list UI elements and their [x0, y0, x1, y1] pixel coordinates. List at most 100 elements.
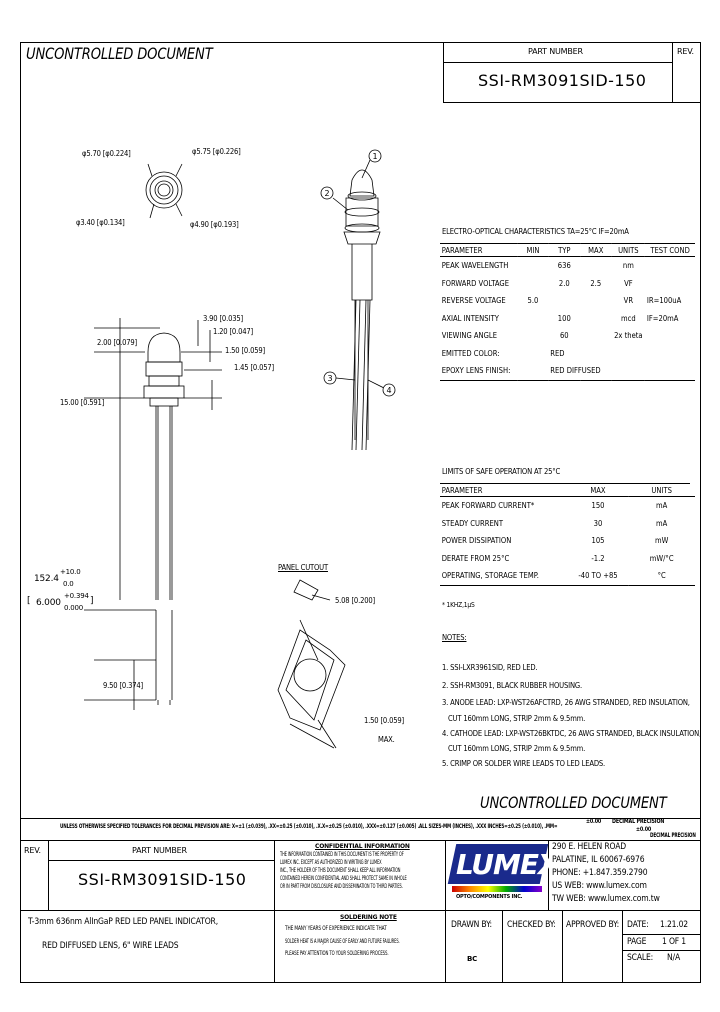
callout-2: 2	[324, 189, 329, 198]
eo-cell	[645, 362, 695, 381]
approved-by-label: APPROVED BY:	[566, 920, 620, 930]
logo-rainbow	[452, 886, 542, 892]
panel-dim-2: 1.50 [0.059]	[364, 716, 405, 725]
eo-cell	[611, 362, 646, 381]
border-right	[700, 42, 701, 983]
side-dim-a: 3.90 [0.035]	[203, 314, 244, 323]
tolerance-line-top	[20, 818, 701, 819]
eo-title: ELECTRO-OPTICAL CHARACTERISTICS TA=25°C …	[442, 227, 629, 236]
eo-cell	[517, 275, 548, 293]
eo-cell: mcd	[621, 313, 636, 323]
eo-cell: RED	[550, 348, 565, 358]
side-dim-h-tol2: 0.000	[64, 604, 84, 612]
tb-line-1	[20, 840, 701, 841]
eo-cell	[517, 310, 548, 328]
uncontrolled-stamp-top: UNCONTROLLED DOCUMENT	[26, 44, 213, 63]
tolerance-right-1: ±0.00	[586, 818, 602, 825]
tb-vline-rev	[48, 840, 49, 910]
note-4: 4. CATHODE LEAD: LXP-WST26BKTDC, 26 AWG …	[442, 729, 702, 738]
confidential-line-5: OR IN PART FROM DISCLOSURE AND DISSEMINA…	[280, 883, 403, 890]
description-line-2: RED DIFFUSED LENS, 6" WIRE LEADS	[42, 941, 179, 951]
eo-row: EPOXY LENS FINISH:RED DIFFUSED	[440, 362, 695, 381]
eo-cell: 100	[557, 313, 571, 323]
safe-op-cell: 150	[591, 501, 605, 511]
tb-line-date	[622, 934, 701, 935]
callout-1: 1	[372, 152, 377, 161]
tb-line-page	[622, 950, 701, 951]
page-value: 1 OF 1	[662, 937, 687, 947]
tolerance-right-4: DECIMAL PRECISION	[650, 832, 696, 839]
solder-line-3: PLEASE PAY ATTENTION TO YOUR SOLDERING P…	[285, 950, 389, 957]
eo-col-max: MAX	[580, 243, 612, 257]
eo-header-row: PARAMETER MIN TYP MAX UNITS TEST COND	[440, 243, 695, 257]
eo-cell: 60	[559, 331, 569, 341]
eo-row: VIEWING ANGLE 60 2x theta	[440, 327, 695, 345]
safe-op-cell: OPERATING, STORAGE TEMP.	[440, 567, 568, 586]
eo-cell	[549, 292, 580, 310]
eo-cell	[645, 275, 695, 293]
safe-op-col-max: MAX	[567, 484, 629, 497]
eo-cell	[645, 345, 695, 363]
tolerance-right-3: ±0.00	[636, 826, 652, 833]
confidential-title: CONFIDENTIAL INFORMATION	[315, 843, 410, 850]
callout-4: 4	[386, 386, 391, 395]
logo-sub: OPTO/COMPONENTS INC.	[456, 894, 523, 900]
safe-op-cell: mW	[654, 536, 669, 546]
safe-op-cell: DERATE FROM 25°C	[441, 553, 510, 563]
confidential-line-4: CONTAINED HEREIN CONFIDENTIAL AND SHALL …	[280, 875, 407, 882]
side-dim-e: 1.45 [0.057]	[234, 363, 275, 372]
address-phone: PHONE: +1.847.359.2790	[552, 868, 648, 878]
eo-cell: 5.0	[527, 296, 539, 306]
eo-cell: 2.0	[558, 278, 570, 288]
tb-vline-1	[274, 840, 275, 982]
description-line-1: T-3mm 636nm AlInGaP RED LED PANEL INDICA…	[28, 917, 218, 927]
safe-op-title: LIMITS OF SAFE OPERATION AT 25°C	[442, 467, 561, 476]
eo-cell	[580, 257, 611, 275]
safe-op-cell: 105	[591, 536, 605, 546]
solder-line-2: SOLDER HEAT IS A MAJOR CAUSE OF EARLY AN…	[285, 938, 400, 945]
eo-cell	[580, 292, 611, 310]
tb-vline-2	[445, 840, 446, 982]
tb-part-number: SSI-RM3091SID-150	[78, 870, 247, 889]
safe-op-cell: STEADY CURRENT	[441, 518, 504, 528]
tolerance-text: UNLESS OTHERWISE SPECIFIED TOLERANCES FO…	[60, 823, 558, 830]
eo-cell: VIEWING ANGLE	[441, 331, 498, 341]
top-dim-3: φ3.40 [φ0.134]	[76, 218, 125, 227]
eo-cell: FORWARD VOLTAGE	[441, 278, 510, 288]
eo-col-parameter: PARAMETER	[440, 243, 518, 257]
safe-op-line-top	[440, 483, 690, 484]
top-dim-2: φ5.75 [φ0.226]	[192, 147, 241, 156]
eo-cell: EPOXY LENS FINISH:	[440, 362, 518, 381]
safe-op-cell: mA	[656, 518, 668, 528]
side-dim-h-bracket-l: [	[27, 596, 31, 606]
confidential-line-1: THE INFORMATION CONTAINED IN THIS DOCUME…	[280, 851, 404, 858]
tb-vline-6	[622, 910, 623, 982]
part-number-label: PART NUMBER	[528, 47, 583, 56]
page-label: PAGE	[627, 937, 647, 947]
eo-cell: 2x theta	[614, 331, 643, 341]
top-dim-4: φ4.90 [φ0.193]	[190, 220, 239, 229]
eo-cell	[645, 327, 695, 345]
note-2: 2. SSH-RM3091, BLACK RUBBER HOUSING.	[442, 681, 582, 690]
safe-op-cell: °C	[628, 567, 695, 586]
safe-op-col-units: UNITS	[628, 484, 695, 497]
side-dim-i: 9.50 [0.374]	[103, 681, 144, 690]
address-tw-web: TW WEB: www.lumex.com.tw	[552, 894, 660, 904]
eo-cell: REVERSE VOLTAGE	[441, 296, 506, 306]
eo-col-typ: TYP	[548, 243, 581, 257]
eo-table: PARAMETER MIN TYP MAX UNITS TEST COND PE…	[440, 243, 695, 381]
safe-op-header-row: PARAMETER MAX UNITS	[440, 484, 695, 497]
top-dim-1: φ5.70 [φ0.224]	[82, 149, 131, 158]
scale-value: N/A	[667, 953, 681, 963]
side-dim-c: 2.00 [0.079]	[97, 338, 138, 347]
tb-rev-label: REV.	[24, 846, 41, 855]
eo-cell	[517, 362, 549, 381]
header-bottom	[443, 102, 701, 103]
drawn-by-value: BC	[467, 955, 478, 963]
